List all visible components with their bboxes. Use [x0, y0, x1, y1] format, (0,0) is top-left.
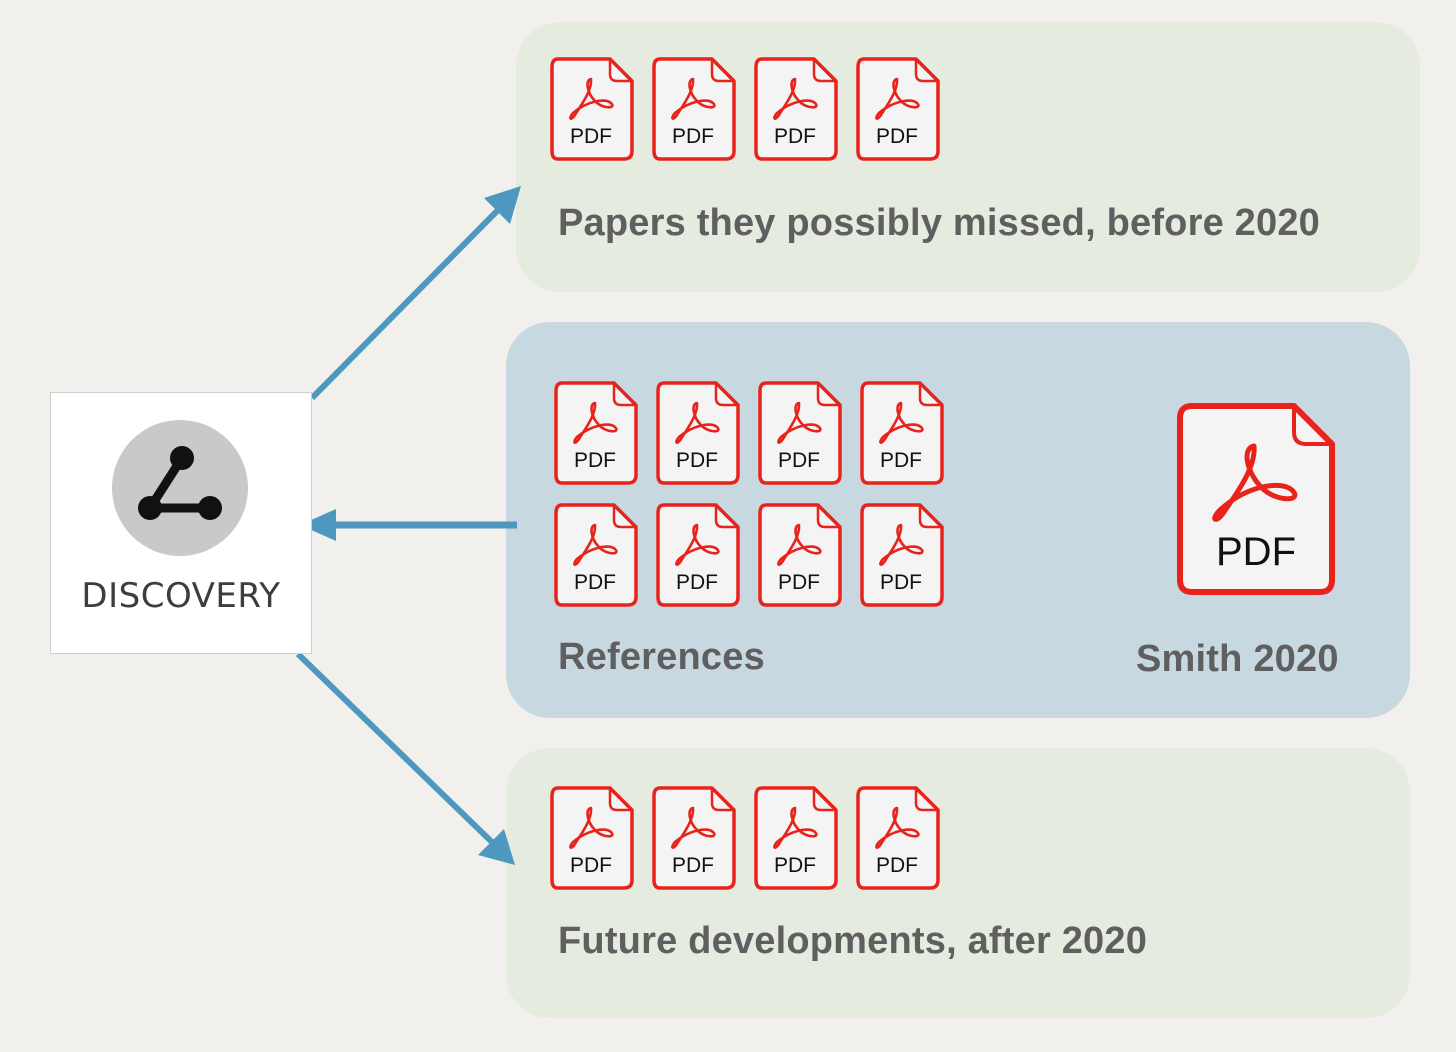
svg-text:PDF: PDF: [778, 449, 820, 472]
reference-pdf-icon[interactable]: PDF: [554, 381, 638, 485]
svg-text:PDF: PDF: [672, 854, 714, 877]
future-paper-pdf-icon[interactable]: PDF: [550, 786, 634, 890]
missed-paper-pdf-icon[interactable]: PDF: [652, 57, 736, 161]
future-developments-label: Future developments, after 2020: [558, 920, 1148, 962]
svg-text:PDF: PDF: [574, 449, 616, 472]
svg-text:PDF: PDF: [570, 854, 612, 877]
svg-text:PDF: PDF: [880, 449, 922, 472]
arrow-from-references: [300, 509, 517, 541]
svg-text:PDF: PDF: [574, 571, 616, 594]
svg-text:PDF: PDF: [876, 854, 918, 877]
missed-papers-label: Papers they possibly missed, before 2020: [558, 202, 1321, 244]
reference-pdf-icon[interactable]: PDF: [656, 503, 740, 607]
arrow-to-missed-papers: [309, 186, 521, 401]
discovery-box[interactable]: DISCOVERY: [50, 392, 312, 654]
svg-text:PDF: PDF: [676, 449, 718, 472]
svg-text:PDF: PDF: [570, 125, 612, 148]
reference-pdf-icon[interactable]: PDF: [860, 381, 944, 485]
future-paper-pdf-icon[interactable]: PDF: [652, 786, 736, 890]
reference-pdf-icon[interactable]: PDF: [758, 381, 842, 485]
svg-text:PDF: PDF: [774, 125, 816, 148]
references-label: References: [558, 636, 765, 678]
future-paper-pdf-icon[interactable]: PDF: [754, 786, 838, 890]
smith-2020-label: Smith 2020: [1136, 638, 1339, 680]
svg-text:PDF: PDF: [876, 125, 918, 148]
missed-paper-pdf-icon[interactable]: PDF: [754, 57, 838, 161]
missed-paper-pdf-icon[interactable]: PDF: [856, 57, 940, 161]
discovery-label: DISCOVERY: [81, 576, 281, 616]
svg-text:PDF: PDF: [778, 571, 820, 594]
svg-text:PDF: PDF: [672, 125, 714, 148]
arrow-to-future-developments: [295, 651, 515, 865]
svg-text:PDF: PDF: [880, 571, 922, 594]
reference-pdf-icon[interactable]: PDF: [860, 503, 944, 607]
svg-text:PDF: PDF: [676, 571, 718, 594]
reference-pdf-icon[interactable]: PDF: [656, 381, 740, 485]
smith-2020-pdf-icon[interactable]: PDF: [1176, 402, 1336, 596]
reference-pdf-icon[interactable]: PDF: [554, 503, 638, 607]
future-paper-pdf-icon[interactable]: PDF: [856, 786, 940, 890]
missed-paper-pdf-icon[interactable]: PDF: [550, 57, 634, 161]
graph-network-icon: [112, 420, 248, 556]
pdf-label: PDF: [1216, 530, 1296, 574]
reference-pdf-icon[interactable]: PDF: [758, 503, 842, 607]
svg-text:PDF: PDF: [774, 854, 816, 877]
